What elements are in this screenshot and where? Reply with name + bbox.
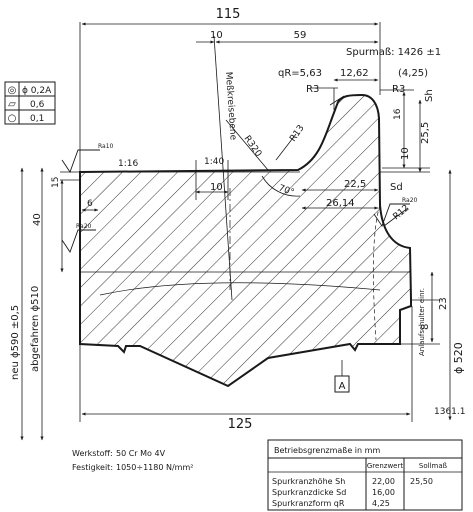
dim-4-25: (4,25): [398, 68, 428, 79]
dim-8: 8: [420, 324, 431, 330]
datum-a: A: [339, 381, 346, 392]
dim-r12: R12: [392, 203, 412, 222]
surface-finish-1: Ra10: [98, 143, 114, 150]
tolerance-value-roundness: 0,1: [30, 114, 44, 124]
dim-10-mid: 10: [210, 182, 223, 193]
dim-bottom-width: 125: [228, 417, 253, 432]
surface-mark-1: [61, 149, 100, 173]
surface-mark-3: [373, 203, 410, 227]
dim-40: 40: [32, 213, 43, 226]
limits-table: Betriebsgrenzmaße in mm Grenzwert Sollma…: [267, 439, 463, 511]
dim-23: 23: [438, 297, 449, 310]
limits-row-label: Spurkranzform qR: [272, 499, 345, 508]
dim-25-5: 25,5: [420, 122, 431, 144]
dim-overall-width: 115: [216, 7, 241, 22]
dim-16: 16: [393, 108, 403, 120]
limits-row-sollmass: 25,50: [410, 477, 433, 486]
dim-r3-left: R3: [306, 84, 319, 95]
limits-row-grenzwert: 22,00: [372, 477, 395, 486]
surface-finish-2: Ra20: [76, 223, 92, 230]
material-note: Werkstoff: 50 Cr Mo 4V Festigkeit: 1050÷…: [72, 449, 193, 472]
dim-26-14: 26,14: [326, 198, 355, 209]
dim-taper-mid: 1:40: [204, 157, 224, 167]
werkstoff-label: Werkstoff:: [72, 449, 113, 458]
festigkeit-label: Festigkeit:: [72, 463, 113, 472]
dim-taper-left: 1:16: [118, 159, 138, 169]
dim-6: 6: [87, 199, 93, 209]
limits-row-label: Spurkranzhöhe Sh: [272, 477, 345, 486]
dim-sh: Sh: [424, 89, 435, 102]
surface-finish-3: Ra20: [402, 197, 418, 204]
dim-r320: R320: [242, 134, 264, 159]
dim-diameter-worn: abgefahren ϕ510: [30, 286, 41, 372]
label-anlaufschulter: Anlaufschulter einr.: [418, 288, 426, 356]
dim-10-top: 10: [210, 30, 223, 41]
dim-12-62: 12,62: [340, 68, 369, 79]
tolerance-symbol-concentricity: ◎: [8, 85, 17, 96]
dim-59: 59: [294, 30, 307, 41]
limits-title: Betriebsgrenzmaße in mm: [274, 446, 380, 455]
limits-col-grenzwert: Grenzwert: [367, 462, 403, 470]
messkreis-line: [213, 35, 233, 301]
inner-contour-line: [99, 282, 381, 296]
surface-mark-2: [61, 229, 96, 253]
tolerance-value-concentricity: ϕ 0,2A: [22, 86, 52, 96]
tolerance-value-cylindricity: 0,6: [30, 100, 45, 110]
limits-row-grenzwert: 4,25: [372, 499, 390, 508]
tolerance-symbol-cylindricity: ⏥: [8, 99, 16, 110]
dim-diameter-520: ϕ 520: [452, 342, 465, 374]
dim-spurmass: Spurmaß: 1426 ±1: [346, 47, 441, 58]
dim-r3-right: R3: [392, 84, 405, 95]
dimension-lines: [20, 22, 452, 441]
wheel-section: [79, 93, 412, 388]
wear-limit-line: [373, 204, 381, 341]
limits-row-label: Spurkranzdicke Sd: [272, 488, 346, 497]
drawing-number: 1361.1: [434, 407, 466, 417]
tolerance-table: ◎ ϕ 0,2A ⏥ 0,6 ○ 0,1: [4, 81, 56, 125]
festigkeit-value: 1050÷1180 N/mm²: [116, 463, 193, 472]
dim-15: 15: [51, 177, 61, 188]
werkstoff-value: 50 Cr Mo 4V: [116, 449, 166, 458]
dim-sd: Sd: [390, 182, 403, 193]
limits-col-sollmass: Sollmaß: [419, 462, 448, 470]
label-messkreisebene: Meßkreisebene: [223, 72, 238, 141]
tolerance-symbol-roundness: ○: [8, 113, 17, 124]
dim-r13: R13: [288, 123, 306, 143]
limits-row-grenzwert: 16,00: [372, 488, 395, 497]
dim-10-right: 10: [400, 147, 411, 160]
dim-22-5: 22,5: [344, 179, 366, 190]
dim-diameter-new: neu ϕ590 ±0,5: [10, 305, 21, 380]
dim-qr: qR=5,63: [278, 68, 322, 79]
